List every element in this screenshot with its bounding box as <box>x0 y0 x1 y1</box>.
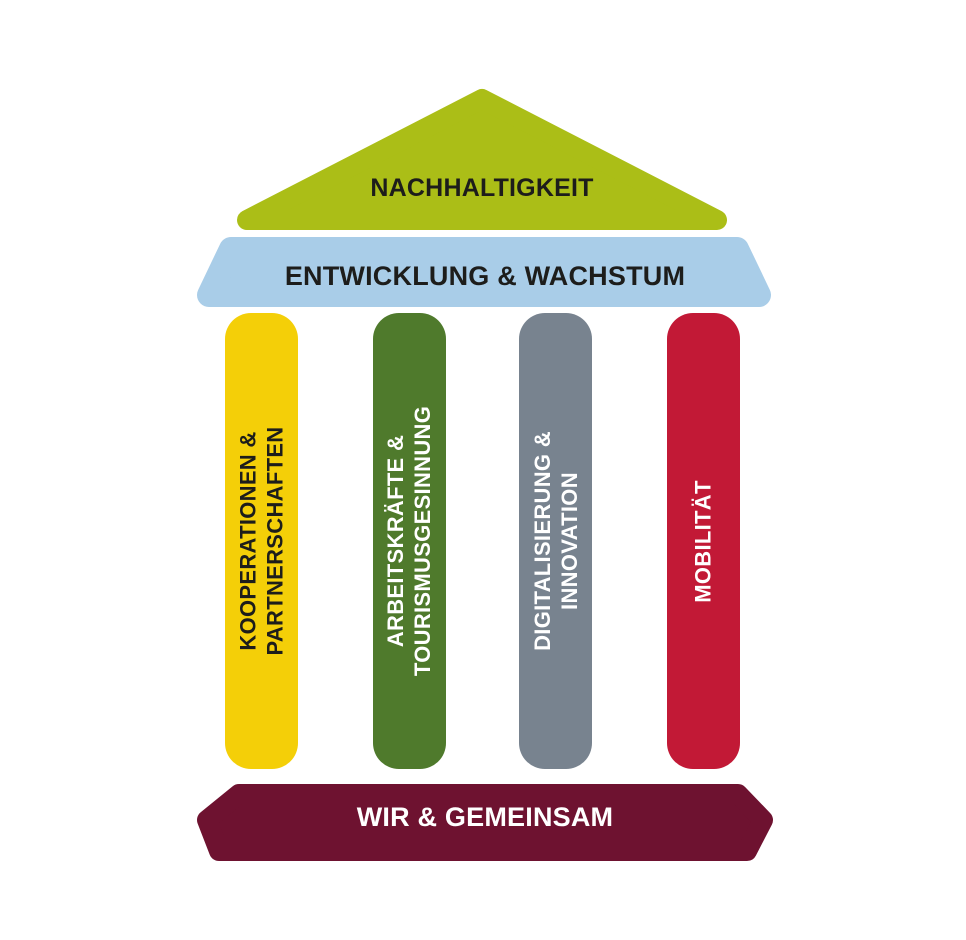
roof-shape <box>237 89 727 230</box>
pillar-label-line: DIGITALISIERUNG & <box>529 431 555 651</box>
base-shape <box>197 784 773 861</box>
roof-label: NACHHALTIGKEIT <box>370 174 594 202</box>
pillar-digitalisierung-innovation: DIGITALISIERUNG & INNOVATION <box>519 313 592 769</box>
pillar-kooperationen-partnerschaften: KOOPERATIONEN & PARTNERSCHAFTEN <box>225 313 298 769</box>
pillar-label-line: INNOVATION <box>556 472 582 610</box>
base-label: WIR & GEMEINSAM <box>356 802 614 832</box>
pillar-label-line: KOOPERATIONEN & <box>235 431 261 651</box>
beam-shape <box>197 237 771 307</box>
pillar-label: MOBILITÄT <box>690 480 717 602</box>
pillar-arbeitskraefte-tourismusgesinnung: ARBEITSKRÄFTE & TOURISMUSGESINNUNG <box>373 313 446 769</box>
pillar-label-line: MOBILITÄT <box>691 479 716 603</box>
beam-label: ENTWICKLUNG & WACHSTUM <box>284 261 686 291</box>
pillar-label-line: ARBEITSKRÄFTE & <box>383 434 409 648</box>
pillar-label-line: TOURISMUSGESINNUNG <box>410 405 436 677</box>
pillar-label: KOOPERATIONEN & PARTNERSCHAFTEN <box>235 427 289 656</box>
pillar-mobilitaet: MOBILITÄT <box>667 313 740 769</box>
pillar-label: ARBEITSKRÄFTE & TOURISMUSGESINNUNG <box>383 406 437 676</box>
pillar-label: DIGITALISIERUNG & INNOVATION <box>529 431 583 651</box>
pillar-label-line: PARTNERSCHAFTEN <box>262 426 288 656</box>
